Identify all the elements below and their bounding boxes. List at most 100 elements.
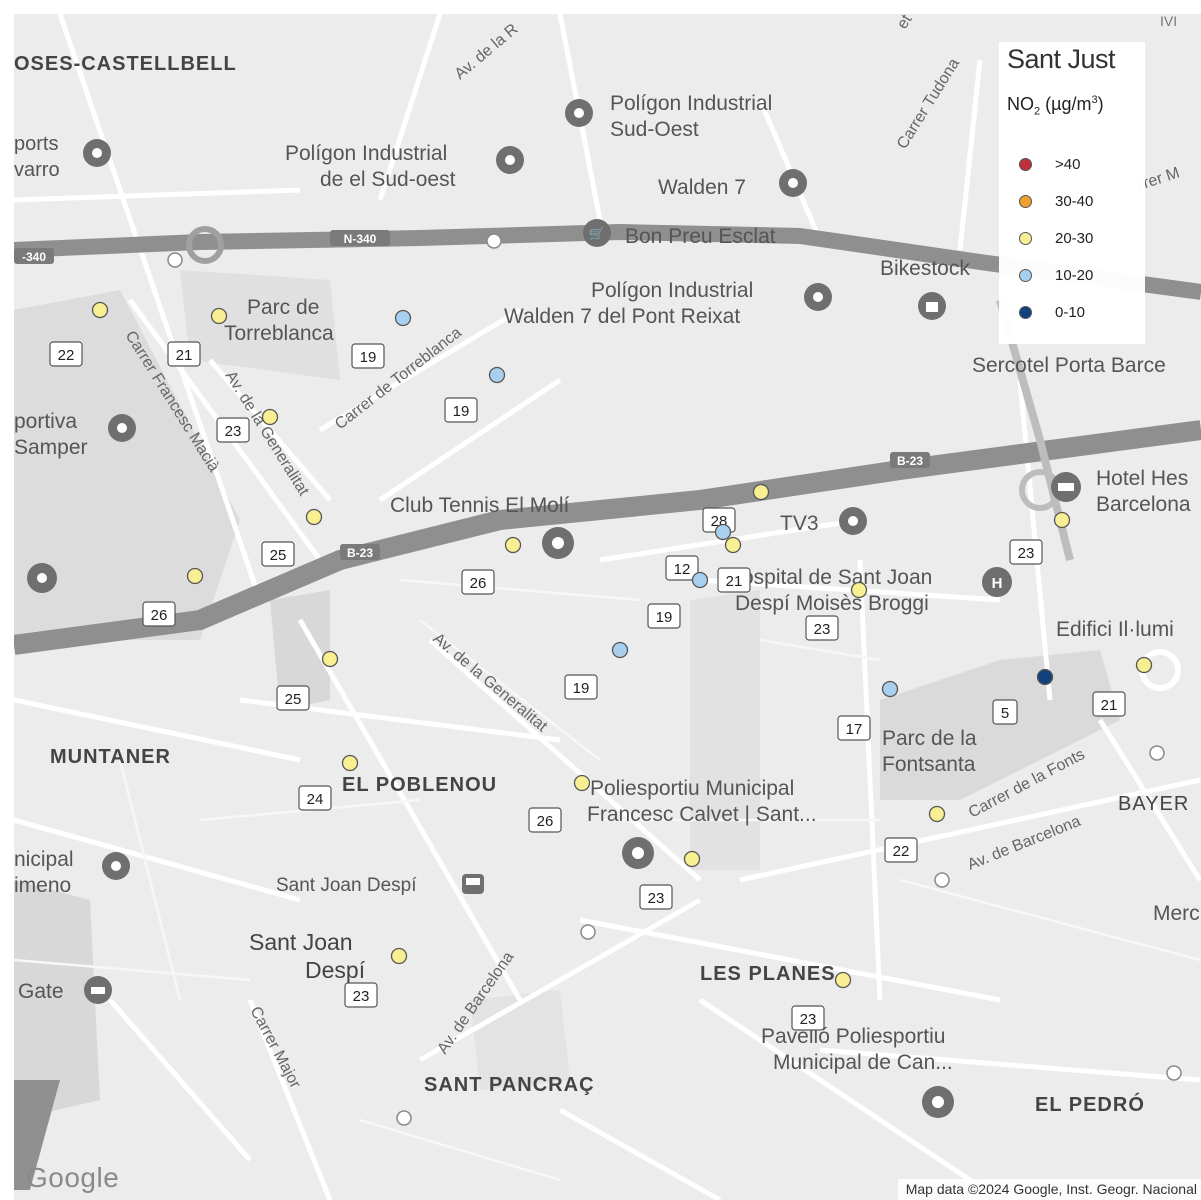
legend-swatch <box>1019 158 1032 171</box>
direction-icon <box>1166 1065 1182 1081</box>
measurement-point[interactable] <box>683 850 701 868</box>
value-label-box <box>528 807 562 833</box>
measurement-point[interactable] <box>1053 511 1071 529</box>
value-label-box <box>344 982 378 1008</box>
place-label: Polígon Industrial <box>610 92 772 115</box>
hotel-icon[interactable] <box>1051 472 1081 502</box>
place-label: Polígon Industrial <box>285 142 447 165</box>
measurement-point[interactable] <box>1135 656 1153 674</box>
place-label: Parc de <box>247 296 319 319</box>
value-label-text: 19 <box>656 609 673 626</box>
measurement-point[interactable] <box>504 536 522 554</box>
value-label-box <box>1092 691 1126 717</box>
value-label-box <box>49 341 83 367</box>
value-label-box <box>142 601 176 627</box>
measurement-point[interactable] <box>573 774 591 792</box>
station-value-label: 23 <box>216 417 250 443</box>
place-label: Sant Joan Despí <box>276 875 417 896</box>
legend-item-30-40: 30-40 <box>1019 193 1139 213</box>
station-value-label: 23 <box>805 615 839 641</box>
map-pin-icon[interactable] <box>108 414 136 442</box>
value-label-box <box>717 567 751 593</box>
map-pin-icon[interactable] <box>779 169 807 197</box>
map-pin-icon[interactable] <box>496 146 524 174</box>
measurement-point[interactable] <box>691 571 709 589</box>
measurement-point[interactable] <box>834 971 852 989</box>
measurement-point[interactable] <box>321 650 339 668</box>
place-label: Pavelló Poliesportiu <box>761 1025 945 1048</box>
measurement-point[interactable] <box>752 483 770 501</box>
value-label-box <box>444 397 478 423</box>
place-label: de el Sud-oest <box>320 168 456 191</box>
highway-shield <box>330 230 390 246</box>
direction-icon <box>1149 745 1165 761</box>
map-attribution[interactable]: Map data ©2024 Google, Inst. Geogr. Naci… <box>897 1179 1201 1200</box>
unit-sub: 2 <box>1034 105 1041 118</box>
measurement-point[interactable] <box>881 680 899 698</box>
measurement-point[interactable] <box>91 301 109 319</box>
station-value-label: 17 <box>837 715 871 741</box>
value-label-box <box>647 603 681 629</box>
value-label-box <box>665 555 699 581</box>
map-pin-icon[interactable] <box>804 283 832 311</box>
map-pin-icon[interactable] <box>839 507 867 535</box>
measurement-point[interactable] <box>390 947 408 965</box>
measurement-point[interactable] <box>714 523 732 541</box>
svg-text:H: H <box>992 575 1003 592</box>
measurement-point[interactable] <box>928 805 946 823</box>
place-label: Bikestock <box>880 257 970 280</box>
place-label: portiva <box>14 410 77 433</box>
place-label: MUNTANER <box>50 746 171 768</box>
highway-label: B-23 <box>897 454 923 468</box>
legend: Sant Just NO2 (µg/m3) >40 30-40 20-30 10… <box>999 42 1145 344</box>
measurement-point[interactable] <box>186 567 204 585</box>
value-label-text: 24 <box>307 791 324 808</box>
highway-shield <box>890 452 930 468</box>
direction-markers <box>167 233 1182 1126</box>
google-logo[interactable]: Google <box>26 1162 120 1193</box>
unit-sup: 3 <box>1091 94 1098 106</box>
highway-shield <box>14 248 54 264</box>
measurement-point[interactable] <box>1036 668 1054 686</box>
station-value-label: 22 <box>884 837 918 863</box>
bus-icon[interactable] <box>462 874 484 894</box>
shopping-bag-icon[interactable] <box>918 292 946 320</box>
map-pin-icon[interactable] <box>922 1086 954 1118</box>
legend-swatch <box>1019 195 1032 208</box>
measurement-point[interactable] <box>850 581 868 599</box>
measurement-point[interactable] <box>611 641 629 659</box>
place-labels: OSES-CASTELLBELL ports varro Polígon Ind… <box>14 14 1200 1116</box>
map-pin-icon[interactable] <box>542 527 574 559</box>
value-label-text: 25 <box>285 691 302 708</box>
map-pin-icon[interactable] <box>622 837 654 869</box>
measurement-point[interactable] <box>724 536 742 554</box>
hospital-icon[interactable]: H <box>982 567 1012 597</box>
station-value-label: 23 <box>1009 539 1043 565</box>
value-label-box <box>298 785 332 811</box>
sports-icon[interactable] <box>27 563 57 593</box>
map-pin-icon[interactable] <box>102 852 130 880</box>
measurement-point[interactable] <box>394 309 412 327</box>
map-pin-icon[interactable] <box>565 99 593 127</box>
measurement-point[interactable] <box>210 307 228 325</box>
station-value-label: 5 <box>992 699 1018 725</box>
legend-unit: NO2 (µg/m3) <box>1007 94 1104 118</box>
measurement-point[interactable] <box>305 508 323 526</box>
hotel-icon[interactable] <box>84 976 112 1004</box>
map-view[interactable]: N-340 B-23 B-23 -340 Carrer de Torreblan… <box>14 14 1201 1200</box>
value-label-text: 22 <box>893 843 910 860</box>
measurement-point[interactable] <box>488 366 506 384</box>
value-label-box <box>461 569 495 595</box>
value-label-box <box>992 699 1018 725</box>
shopping-cart-icon[interactable]: 🛒 <box>583 219 611 247</box>
value-label-text: 26 <box>151 607 168 624</box>
map-pin-icon[interactable] <box>83 139 111 167</box>
measurement-point[interactable] <box>341 754 359 772</box>
value-label-box <box>639 884 673 910</box>
park-area <box>180 270 340 380</box>
place-label: Gate <box>18 980 64 1003</box>
measurement-point[interactable] <box>261 408 279 426</box>
street-label: et <box>894 14 916 32</box>
poi-markers: 🛒 H <box>27 99 1081 1118</box>
station-value-label: 21 <box>717 567 751 593</box>
